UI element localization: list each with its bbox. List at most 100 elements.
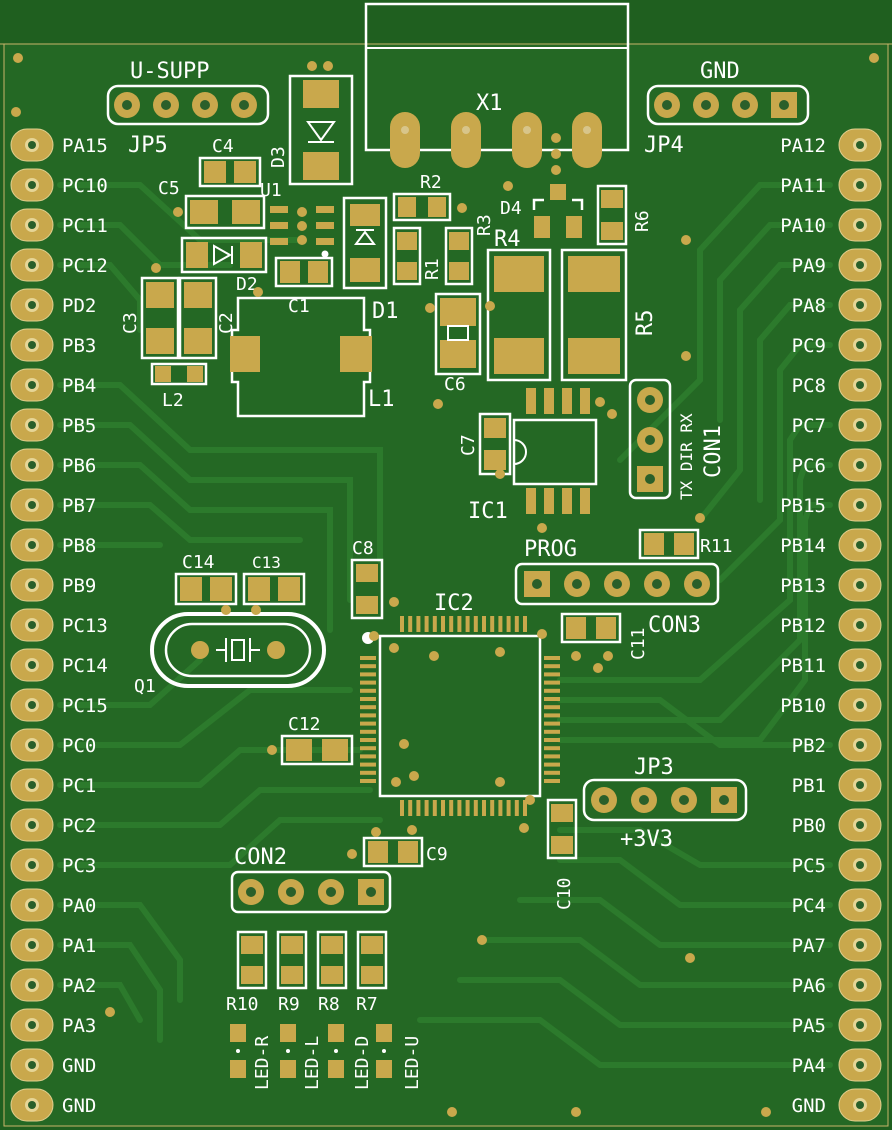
cap-c6: C6 <box>434 292 482 395</box>
header-jp3: JP3 +3V3 <box>582 755 748 852</box>
resistor-r9 <box>276 930 308 990</box>
ic2-pad-top <box>465 616 470 632</box>
ic2-pad-right <box>544 656 560 660</box>
ic2-pad-top <box>400 616 404 632</box>
ic2-pad-right <box>544 697 560 701</box>
label-con1: CON1 <box>701 425 726 478</box>
label-c1: C1 <box>288 296 310 317</box>
right-pin-label: PA7 <box>792 935 826 957</box>
right-pin: PB13 <box>780 568 882 602</box>
right-pin-label: PA11 <box>780 175 826 197</box>
ic2-pad-top <box>432 616 437 632</box>
left-pin: PB4 <box>10 368 96 402</box>
right-pin: PC7 <box>792 408 882 442</box>
label-l2: L2 <box>162 390 184 411</box>
ic2-pad-top <box>482 616 486 632</box>
label-l1: L1 <box>368 387 395 412</box>
diode-d4: D4 <box>500 184 584 238</box>
via-layer <box>11 53 879 1117</box>
label-r3: R3 <box>474 214 495 236</box>
left-pin: PC10 <box>10 168 108 202</box>
ic2-pad-top <box>523 616 527 632</box>
cap-c3: C3 <box>120 276 180 360</box>
ic2-pad-bottom <box>523 800 527 816</box>
connector-x1: X1 <box>364 2 630 168</box>
ic2-pad-bottom <box>506 800 511 816</box>
ic-ic2: IC2 <box>360 591 560 816</box>
connector-con3: PROG CON3 <box>514 537 720 638</box>
left-pin-label: GND <box>62 1055 96 1077</box>
right-pin-label: PC8 <box>792 375 826 397</box>
left-pin-label: PA1 <box>62 935 96 957</box>
cap-c8: C8 <box>350 538 384 620</box>
resistor-r4: R4 <box>486 227 552 382</box>
trace-layer <box>57 182 833 1068</box>
ic2-pad-top <box>473 616 478 632</box>
left-pin: PB6 <box>10 448 96 482</box>
left-pin-label: PA15 <box>62 135 108 157</box>
right-pin: PA10 <box>780 208 882 242</box>
left-pin: PB7 <box>10 488 96 522</box>
ic2-pad-bottom <box>465 800 470 816</box>
ic2-pad-left <box>360 680 376 685</box>
ic2-pad-bottom <box>514 800 519 816</box>
right-pin-label: PC5 <box>792 855 826 877</box>
right-pin: PA5 <box>792 1008 882 1042</box>
diode-d3: D3 <box>268 61 354 186</box>
right-pin: PC5 <box>792 848 882 882</box>
right-pin-label: PC4 <box>792 895 826 917</box>
left-pin-label: GND <box>62 1095 96 1117</box>
left-pin: GND <box>10 1048 96 1082</box>
left-pin: PC12 <box>10 248 108 282</box>
ic2-pad-top <box>424 616 429 632</box>
left-pin-label: PC13 <box>62 615 108 637</box>
label-c2: C2 <box>216 312 237 334</box>
resistor-r3: R3 <box>444 214 495 286</box>
label-r2: R2 <box>420 172 442 193</box>
right-pin-label: PB14 <box>780 535 826 557</box>
resistor-r7 <box>356 930 388 990</box>
ic2-pad-left <box>360 762 376 767</box>
crystal-q1: Q1 <box>134 612 326 697</box>
left-pin: PC1 <box>10 768 96 802</box>
cap-c14: C14 <box>174 552 238 606</box>
left-pin-label: PC15 <box>62 695 108 717</box>
label-c4: C4 <box>212 136 234 157</box>
label-c8: C8 <box>352 538 374 559</box>
left-pin-label: PD2 <box>62 295 96 317</box>
label-q1: Q1 <box>134 676 156 697</box>
left-pin-label: PB6 <box>62 455 96 477</box>
label-ic1: IC1 <box>468 499 508 524</box>
right-pin-label: PC7 <box>792 415 826 437</box>
led-array: LED-R LED-L LED-D LED-U <box>230 1024 423 1090</box>
right-pin: PA9 <box>792 248 882 282</box>
right-pin-label: PA4 <box>792 1055 826 1077</box>
left-pin-label: PC12 <box>62 255 108 277</box>
right-pin-label: PB15 <box>780 495 826 517</box>
label-r1: R1 <box>422 258 443 280</box>
label-c13: C13 <box>252 553 281 572</box>
ic2-pad-left <box>360 754 376 759</box>
right-pin: PC9 <box>792 328 882 362</box>
ic2-pad-left <box>360 664 376 669</box>
right-pin-label: PB12 <box>780 615 826 637</box>
left-pin-label: PB7 <box>62 495 96 517</box>
left-pin-label: PC1 <box>62 775 96 797</box>
right-pin-label: PC6 <box>792 455 826 477</box>
ic2-pad-right <box>544 688 560 693</box>
right-pin-label: PA8 <box>792 295 826 317</box>
ic2-pad-right <box>544 705 560 710</box>
inductor-l1: L1 <box>230 296 395 418</box>
left-pin: PC11 <box>10 208 108 242</box>
ic2-pad-top <box>506 616 511 632</box>
label-led-r: LED-R <box>252 1036 273 1090</box>
ic2-pad-bottom <box>432 800 437 816</box>
ic2-pad-bottom <box>416 800 421 816</box>
ic2-pad-top <box>408 616 413 632</box>
ic2-pad-top <box>498 616 503 632</box>
ic-u1: U1 <box>260 180 334 258</box>
right-pin: PA8 <box>792 288 882 322</box>
left-pin-label: PB4 <box>62 375 96 397</box>
label-gnd-top: GND <box>700 59 740 84</box>
